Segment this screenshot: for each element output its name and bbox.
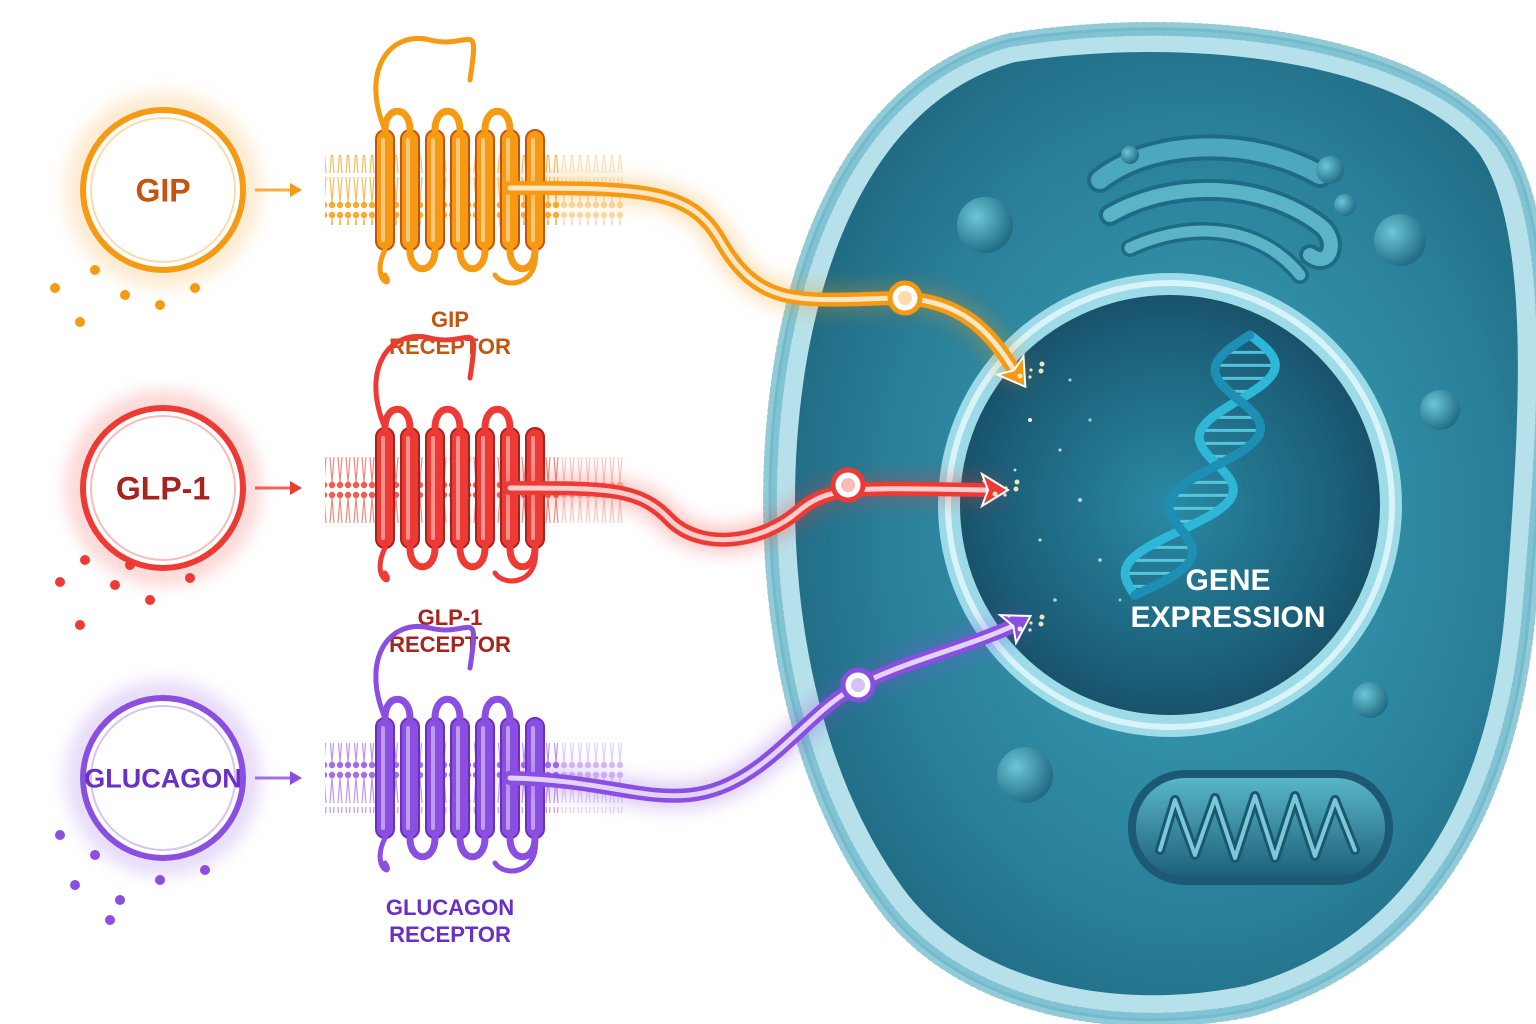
hormone-particle [185, 573, 195, 583]
hormone-particle [110, 580, 120, 590]
hormone-gip [80, 107, 246, 273]
hormone-particle [90, 850, 100, 860]
receptor-label-glp1-line2: RECEPTOR [389, 632, 511, 657]
hormone-particle [50, 283, 60, 293]
receptor-loops [381, 695, 539, 861]
receptor-label-gip-line1: GIP [431, 307, 469, 332]
nucleus-sparkles [1013, 378, 1122, 602]
sparkle [1003, 493, 1007, 497]
receptor-loops [381, 107, 539, 273]
hormone-particle [115, 895, 125, 905]
sparkle [1007, 361, 1011, 365]
receptor-n-terminus [373, 334, 477, 431]
sparkle [1039, 361, 1045, 367]
vesicle [1420, 390, 1460, 430]
hormone-glow [70, 685, 256, 871]
hormone-particle [80, 555, 90, 565]
receptor-n-terminus [373, 36, 477, 133]
mitochondrion-icon [1128, 770, 1393, 885]
hormone-label-gip: GIP [135, 173, 190, 209]
receptor-label-glucagon-line2: RECEPTOR [389, 922, 511, 947]
receptor-loops [381, 405, 539, 571]
binding-arrowhead [290, 183, 302, 197]
hormone-particle [190, 283, 200, 293]
vesicles [957, 197, 1460, 803]
hormone-glp1 [80, 405, 246, 571]
receptor-glp1 [373, 334, 545, 584]
vesicle [1352, 682, 1388, 718]
golgi-apparatus-icon [1087, 134, 1356, 284]
sparkle [1039, 614, 1045, 620]
hormone-particle [55, 577, 65, 587]
dna-strand [1130, 330, 1266, 600]
sparkle [992, 491, 998, 497]
sparkle [1007, 614, 1011, 618]
hormone-particle [105, 915, 115, 925]
sparkle [1017, 626, 1023, 632]
sparkle [1038, 621, 1044, 627]
signal-node [887, 280, 923, 316]
hormone-particle [155, 875, 165, 885]
signal-arrowhead [997, 614, 1033, 646]
sparkle [1028, 375, 1032, 379]
cell-membrane-beads [762, 21, 1536, 1024]
sparkle [1028, 628, 1032, 632]
vesicle [997, 747, 1053, 803]
sparkle [982, 479, 986, 483]
gene-expression-label-line1: GENE [1185, 564, 1270, 597]
hormone-label-glp1: GLP-1 [116, 471, 210, 507]
signal-arrowhead [994, 353, 1027, 389]
receptor-label-glucagon-line1: GLUCAGON [386, 895, 514, 920]
gene-expression-label-line2: EXPRESSION [1130, 601, 1325, 634]
pathways: GIPGIPRECEPTORGLP-1GLP-1RECEPTORGLUCAGON… [50, 36, 1045, 947]
hormone-particle [55, 830, 65, 840]
hormone-particle [125, 560, 135, 570]
hormone-particle [75, 317, 85, 327]
sparkle [1004, 486, 1008, 490]
binding-arrowhead [290, 481, 302, 495]
sparkle [1014, 479, 1020, 485]
signal-arrowhead [980, 471, 1010, 509]
sparkle [1029, 368, 1033, 372]
vesicle [957, 197, 1013, 253]
sparkle [1017, 373, 1023, 379]
hormone-particle [70, 880, 80, 890]
hormone-glow [70, 97, 256, 283]
hormone-particle [90, 265, 100, 275]
hormone-glucagon [80, 695, 246, 861]
signal-node [830, 467, 866, 503]
binding-arrowhead [290, 771, 302, 785]
vesicle [1374, 214, 1426, 266]
receptor-gip [373, 36, 545, 286]
sparkle [1038, 368, 1044, 374]
hormone-glow [70, 395, 256, 581]
receptor-n-terminus [373, 624, 477, 721]
sparkle [1013, 486, 1019, 492]
dna-helix-icon [1120, 330, 1280, 600]
sparkle [1029, 621, 1033, 625]
hormone-label-glucagon: GLUCAGON [84, 764, 242, 794]
hormone-particle [120, 290, 130, 300]
receptor-glucagon [373, 624, 545, 874]
signal-node [840, 667, 876, 703]
hormone-particle [155, 300, 165, 310]
hormone-particle [200, 865, 210, 875]
hormone-particle [145, 595, 155, 605]
hormone-particle [75, 620, 85, 630]
